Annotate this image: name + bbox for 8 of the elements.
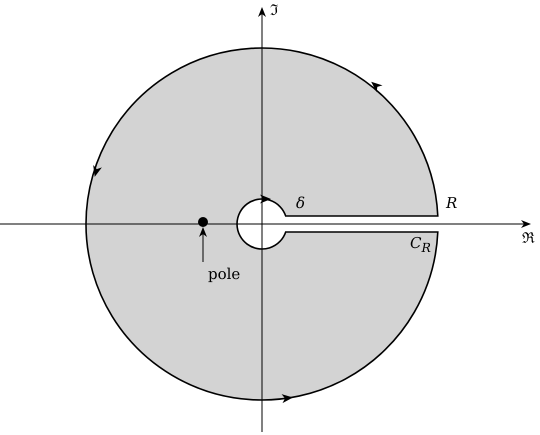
contour-label: C$_{R}$ [410, 235, 431, 256]
axis-label: ℜ [522, 230, 535, 246]
pole-label: pole [208, 266, 240, 282]
axis-label: ℑ [270, 2, 278, 18]
pole-dot [198, 217, 208, 227]
radius-label: R [446, 195, 458, 211]
radius-label: δ [296, 195, 306, 211]
leader-line [199, 227, 207, 262]
